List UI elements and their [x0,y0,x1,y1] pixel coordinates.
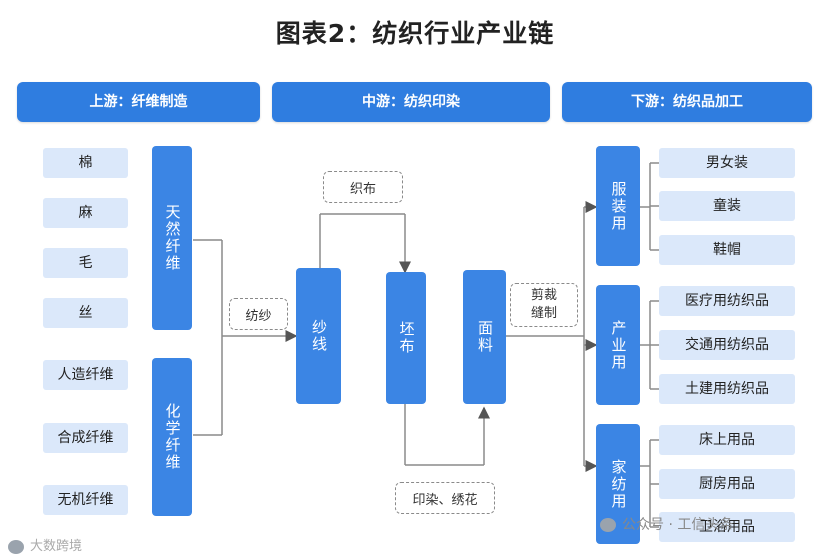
chemical-fiber-bar: 化学纤维 [152,358,192,516]
fiber-item: 合成纤维 [43,423,128,453]
spinning-process: 纺纱 [229,298,288,330]
natural-fiber-bar: 天然纤维 [152,146,192,330]
chemical-fiber-label: 化学纤维 [163,403,182,471]
fabric-bar: 面料 [463,270,506,404]
greige-label: 坯布 [397,321,416,355]
product-item: 鞋帽 [659,235,795,265]
logo-icon [8,539,24,554]
product-item: 童装 [659,191,795,221]
yarn-label: 纱线 [310,319,328,353]
cutting-sewing-process: 剪裁 缝制 [510,283,578,327]
downstream-header: 下游：纺织品加工 [562,82,812,122]
product-item: 交通用纺织品 [659,330,795,360]
clothing-bar: 服装用 [596,146,640,266]
industrial-label: 产业用 [609,319,628,371]
greige-bar: 坯布 [386,272,426,404]
fiber-item: 人造纤维 [43,360,128,390]
home-textile-label: 家纺用 [609,458,628,510]
sewing-label: 缝制 [530,306,557,321]
product-item: 床上用品 [659,425,795,455]
dyeing-process: 印染、绣花 [395,482,495,514]
watermark-right-text: 公众号 · 工信头条 [622,517,734,533]
fiber-item: 麻 [43,198,128,228]
product-item: 医疗用纺织品 [659,286,795,316]
fiber-item: 毛 [43,248,128,278]
diagram-title: 图表2：纺织行业产业链 [275,19,555,48]
cutting-label: 剪裁 [530,288,557,304]
industrial-bar: 产业用 [596,285,640,405]
watermark-left: 大数跨境 [8,535,82,554]
product-item: 男女装 [659,148,795,178]
upstream-header: 上游：纤维制造 [17,82,260,122]
fiber-item: 丝 [43,298,128,328]
product-item: 厨房用品 [659,469,795,499]
fabric-label: 面料 [476,320,494,354]
yarn-bar: 纱线 [296,268,341,404]
watermark-left-text: 大数跨境 [30,539,83,554]
product-item: 土建用纺织品 [659,374,795,404]
fiber-item: 棉 [43,148,128,178]
product-item: 卫浴用品 [659,512,795,542]
natural-fiber-label: 天然纤维 [163,204,182,272]
clothing-label: 服装用 [609,180,628,232]
watermark-right: 公众号 · 工信头条 [600,514,733,534]
wechat-icon [600,518,616,532]
weaving-process: 织布 [323,171,403,203]
fiber-item: 无机纤维 [43,485,128,515]
midstream-header: 中游：纺织印染 [272,82,550,122]
